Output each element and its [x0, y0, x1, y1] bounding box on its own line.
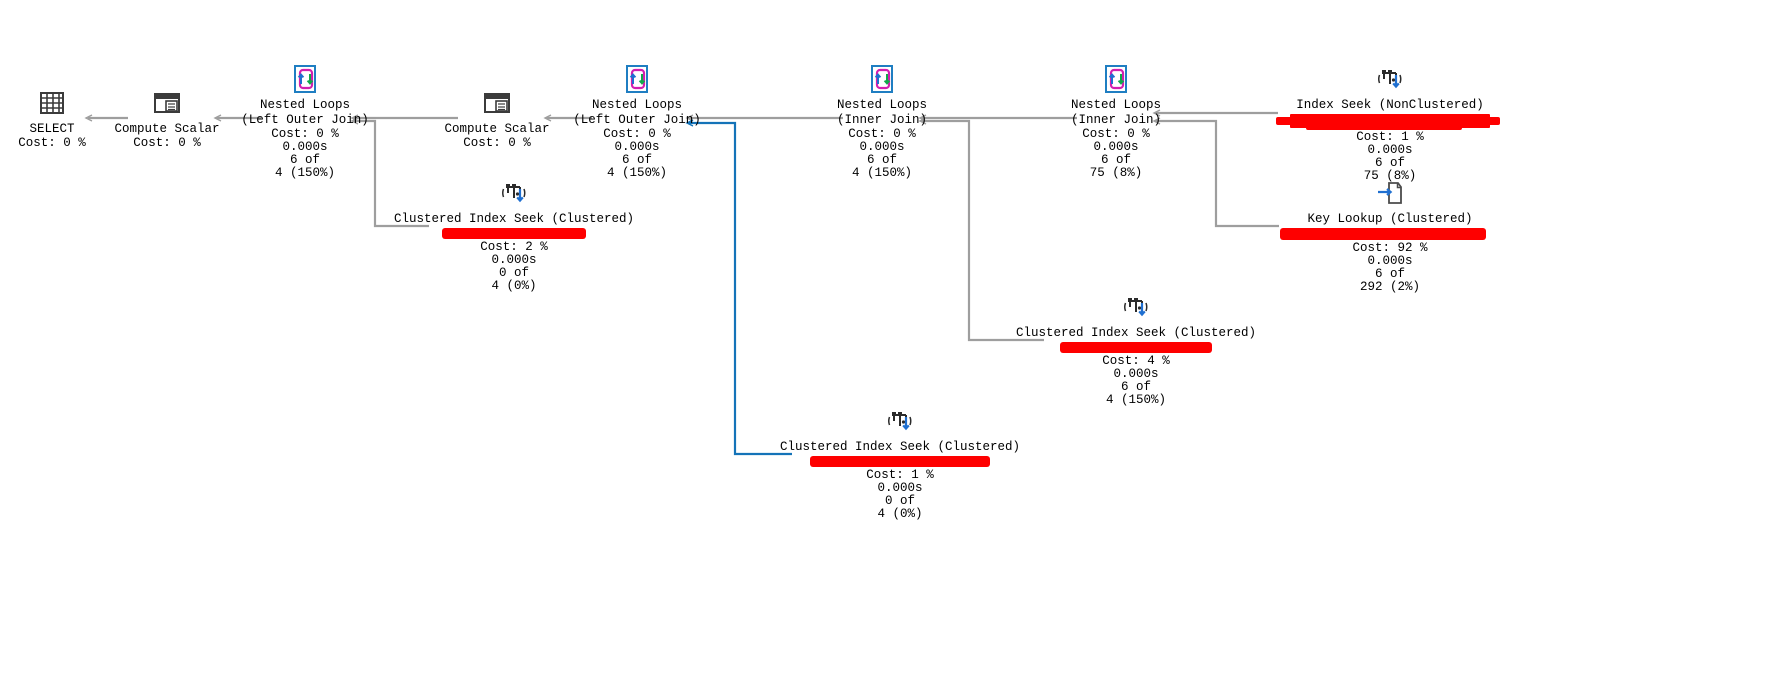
plan-node-stat-actual-rows: 6 of — [1100, 153, 1131, 167]
result-grid-icon — [40, 92, 64, 114]
plan-node-stats: Cost: 4 % 0.000s 6 of 4 (150%) — [1102, 355, 1170, 407]
plan-node-stat-actual-rows: 6 of — [1374, 267, 1405, 281]
nested-loops-icon — [871, 65, 893, 93]
plan-node-title: Nested Loops — [259, 98, 350, 112]
plan-node-stats: Cost: 2 % 0.000s 0 of 4 (0%) — [480, 241, 548, 293]
plan-node-stats: Cost: 1 % 0.000s 0 of 4 (0%) — [866, 469, 934, 521]
plan-node-stats: Cost: 0 % — [133, 137, 201, 150]
plan-node-stats: Cost: 0 % 0.000s 6 of 4 (150%) — [848, 128, 916, 180]
plan-node-stat-cost: Cost: 1 % — [866, 468, 934, 482]
plan-node-stat-cost: Cost: 0 % — [271, 127, 339, 141]
plan-node-stat-actual-rows: 6 of — [289, 153, 320, 167]
edge-clustered-index-seek-3-to-nested-loops-2-highlighted — [688, 121, 792, 456]
plan-node-subtitle: (Inner Join) — [1070, 113, 1161, 127]
plan-node-title: SELECT — [29, 122, 75, 136]
edge-key-lookup-to-nested-loops-4 — [1155, 119, 1279, 228]
plan-node-stat-actual-rows: 0 of — [884, 494, 915, 508]
plan-node-key-lookup-clustered[interactable]: Key Lookup (Clustered) Cost: 92 % 0.000s… — [1280, 178, 1486, 294]
plan-node-index-seek-nonclustered[interactable]: Index Seek (NonClustered) Cost: 1 % 0.00… — [1276, 64, 1500, 183]
plan-node-select[interactable]: SELECT Cost: 0 % — [8, 88, 96, 150]
plan-node-subtitle: (Left Outer Join) — [573, 113, 701, 127]
plan-node-stat-cost: Cost: 0 % — [18, 136, 86, 150]
plan-node-stats: Cost: 0 % — [463, 137, 531, 150]
index-seek-icon — [502, 184, 526, 203]
plan-node-stat-estimated-rows: 4 (150%) — [606, 166, 667, 180]
plan-node-stats: Cost: 0 % 0.000s 6 of 4 (150%) — [603, 128, 671, 180]
plan-node-stats: Cost: 0 % — [18, 137, 86, 150]
plan-node-nested-loops-4[interactable]: Nested Loops (Inner Join) Cost: 0 % 0.00… — [1066, 64, 1166, 180]
plan-node-stat-time: 0.000s — [1367, 254, 1413, 268]
plan-node-title: Clustered Index Seek (Clustered) — [393, 212, 635, 226]
plan-node-nested-loops-1[interactable]: Nested Loops (Left Outer Join) Cost: 0 %… — [241, 64, 369, 180]
redacted-object-name — [810, 456, 990, 467]
redacted-object-name — [1276, 114, 1500, 130]
plan-node-title: Clustered Index Seek (Clustered) — [1015, 326, 1257, 340]
plan-node-compute-scalar-1[interactable]: Compute Scalar Cost: 0 % — [114, 88, 220, 150]
index-seek-icon — [1378, 70, 1402, 89]
plan-node-title: Compute Scalar — [444, 122, 550, 136]
nested-loops-icon — [294, 65, 316, 93]
plan-node-stat-actual-rows: 6 of — [866, 153, 897, 167]
plan-node-stat-cost: Cost: 92 % — [1352, 241, 1428, 255]
plan-node-stat-estimated-rows: 75 (8%) — [1363, 169, 1417, 183]
redacted-object-name — [1280, 228, 1486, 240]
plan-node-title: Nested Loops — [591, 98, 682, 112]
index-seek-icon — [1124, 298, 1148, 317]
plan-node-title: Compute Scalar — [114, 122, 220, 136]
plan-node-stat-estimated-rows: 4 (150%) — [274, 166, 335, 180]
plan-node-stat-time: 0.000s — [859, 140, 905, 154]
plan-node-stat-time: 0.000s — [1093, 140, 1139, 154]
plan-node-stat-estimated-rows: 4 (0%) — [491, 279, 537, 293]
plan-node-stat-cost: Cost: 0 % — [603, 127, 671, 141]
plan-node-compute-scalar-2[interactable]: Compute Scalar Cost: 0 % — [444, 88, 550, 150]
plan-node-clustered-index-seek-1[interactable]: Clustered Index Seek (Clustered) Cost: 2… — [394, 178, 634, 293]
plan-node-stat-cost: Cost: 2 % — [480, 240, 548, 254]
plan-node-nested-loops-2[interactable]: Nested Loops (Left Outer Join) Cost: 0 %… — [573, 64, 701, 180]
compute-scalar-icon — [484, 93, 510, 113]
plan-node-stat-estimated-rows: 75 (8%) — [1089, 166, 1143, 180]
compute-scalar-icon — [154, 93, 180, 113]
plan-node-stat-actual-rows: 0 of — [498, 266, 529, 280]
plan-node-stat-time: 0.000s — [1113, 367, 1159, 381]
plan-node-clustered-index-seek-3[interactable]: Clustered Index Seek (Clustered) Cost: 1… — [780, 406, 1020, 521]
plan-node-title: Nested Loops — [836, 98, 927, 112]
plan-node-subtitle: (Inner Join) — [836, 113, 927, 127]
plan-node-stats: Cost: 0 % 0.000s 6 of 75 (8%) — [1082, 128, 1150, 180]
key-lookup-icon — [1378, 182, 1402, 204]
plan-node-stat-estimated-rows: 4 (150%) — [1105, 393, 1166, 407]
plan-node-title: Nested Loops — [1070, 98, 1161, 112]
plan-node-stat-time: 0.000s — [282, 140, 328, 154]
redacted-object-name — [442, 228, 586, 239]
plan-node-clustered-index-seek-2[interactable]: Clustered Index Seek (Clustered) Cost: 4… — [1016, 292, 1256, 407]
plan-node-stat-time: 0.000s — [877, 481, 923, 495]
nested-loops-icon — [626, 65, 648, 93]
plan-node-stat-cost: Cost: 1 % — [1356, 130, 1424, 144]
plan-node-stat-cost: Cost: 0 % — [133, 136, 201, 150]
index-seek-icon — [888, 412, 912, 431]
plan-node-stat-estimated-rows: 4 (0%) — [877, 507, 923, 521]
plan-node-stats: Cost: 0 % 0.000s 6 of 4 (150%) — [271, 128, 339, 180]
plan-node-title: Key Lookup (Clustered) — [1307, 212, 1473, 226]
plan-node-title: Index Seek (NonClustered) — [1296, 98, 1484, 112]
plan-node-stat-actual-rows: 6 of — [1120, 380, 1151, 394]
plan-node-subtitle: (Left Outer Join) — [241, 113, 369, 127]
plan-node-stats: Cost: 1 % 0.000s 6 of 75 (8%) — [1356, 131, 1424, 183]
plan-node-stats: Cost: 92 % 0.000s 6 of 292 (2%) — [1352, 242, 1427, 294]
plan-node-stat-cost: Cost: 0 % — [848, 127, 916, 141]
plan-node-stat-time: 0.000s — [491, 253, 537, 267]
plan-node-stat-actual-rows: 6 of — [621, 153, 652, 167]
redacted-object-name — [1060, 342, 1212, 353]
plan-node-stat-cost: Cost: 0 % — [463, 136, 531, 150]
plan-node-stat-time: 0.000s — [614, 140, 660, 154]
plan-node-stat-actual-rows: 6 of — [1374, 156, 1405, 170]
plan-node-stat-cost: Cost: 4 % — [1102, 354, 1170, 368]
nested-loops-icon — [1105, 65, 1127, 93]
plan-node-stat-time: 0.000s — [1367, 143, 1413, 157]
plan-node-stat-estimated-rows: 292 (2%) — [1359, 280, 1420, 294]
plan-node-nested-loops-3[interactable]: Nested Loops (Inner Join) Cost: 0 % 0.00… — [832, 64, 932, 180]
plan-node-stat-estimated-rows: 4 (150%) — [851, 166, 912, 180]
plan-node-title: Clustered Index Seek (Clustered) — [779, 440, 1021, 454]
plan-node-stat-cost: Cost: 0 % — [1082, 127, 1150, 141]
